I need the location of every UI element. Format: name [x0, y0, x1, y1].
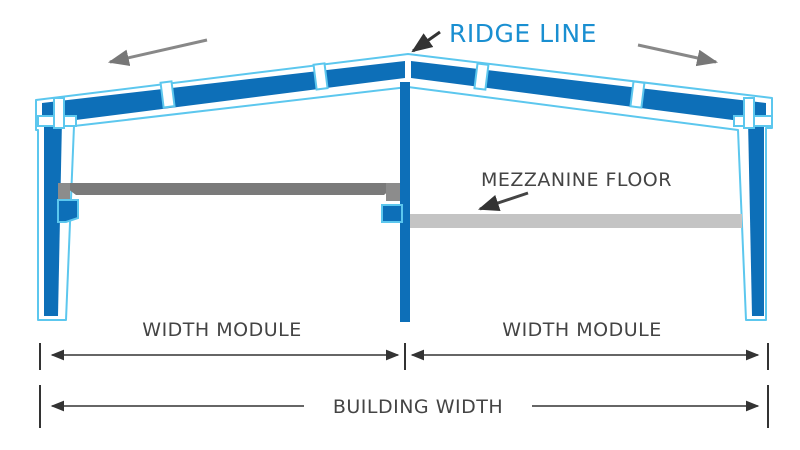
- mezzanine-floor-label: MEZZANINE FLOOR: [481, 169, 672, 191]
- mezzanine-floor-left: [57, 183, 403, 223]
- slope-arrow-right: [637, 43, 719, 67]
- rafter-splice-plates: [159, 62, 646, 109]
- mezzanine-floor-pointer: [478, 191, 529, 211]
- width-module-left-label: WIDTH MODULE: [142, 319, 301, 341]
- ridge-line-pointer: [411, 30, 441, 53]
- slope-arrow-left: [107, 38, 208, 67]
- ridge-line-label: RIDGE LINE: [449, 19, 597, 48]
- mezzanine-floor-right: [410, 214, 742, 228]
- width-module-right-label: WIDTH MODULE: [502, 319, 661, 341]
- building-width-label: BUILDING WIDTH: [333, 396, 503, 418]
- knee-connections: [37, 97, 773, 129]
- frame-outline: [35, 53, 773, 321]
- portal-frame: [42, 61, 766, 322]
- dimension-ticks: [39, 343, 769, 428]
